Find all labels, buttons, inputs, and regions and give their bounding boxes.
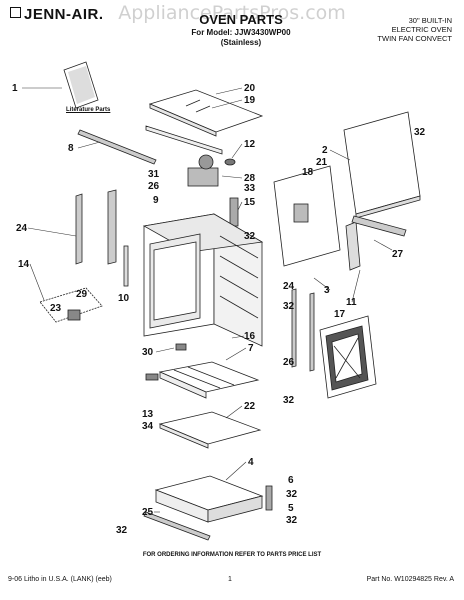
- callout-c22: 22: [244, 401, 256, 412]
- callout-c32c: 32: [283, 301, 295, 312]
- side-rails: [75, 189, 117, 265]
- callout-c33: 33: [244, 183, 256, 194]
- top-bracket: [145, 125, 223, 155]
- callout-c10: 10: [118, 293, 130, 304]
- leader-lines: [22, 87, 393, 513]
- callout-c21: 21: [316, 157, 328, 168]
- litho-info: 9-06 Litho in U.S.A. (LANK) (eeb): [8, 576, 112, 583]
- callout-c2: 2: [322, 145, 328, 156]
- convection-cover: [273, 165, 341, 267]
- page-number: 1: [228, 576, 232, 583]
- callout-c32a: 32: [414, 127, 426, 138]
- switch: [175, 343, 187, 351]
- callout-c31: 31: [148, 169, 160, 180]
- callout-c20: 20: [244, 83, 256, 94]
- support-bracket: [123, 245, 129, 287]
- callout-c30: 30: [142, 347, 154, 358]
- callout-c32b: 32: [244, 231, 256, 242]
- leveling-leg: [265, 485, 273, 511]
- bottom-insulation: [158, 411, 262, 449]
- back-panel: [343, 111, 421, 219]
- callout-c15: 15: [244, 197, 256, 208]
- callout-c9: 9: [153, 195, 159, 206]
- literature-label: Literature Parts: [66, 107, 111, 113]
- callout-c1: 1: [12, 83, 18, 94]
- top-panel: [148, 89, 264, 137]
- bottom-pan: [158, 361, 260, 399]
- callout-c14: 14: [18, 259, 30, 270]
- model-variant: (Stainless): [220, 38, 262, 47]
- vertical-rails: [291, 288, 315, 372]
- fan-blade: [229, 197, 239, 227]
- brand-name: JENN-AIR.: [24, 6, 104, 23]
- literature-booklet: [63, 61, 99, 109]
- description-line-3: TWIN FAN CONVECT: [377, 34, 452, 43]
- logo-box-icon: [10, 7, 21, 18]
- terminal-box: [39, 287, 103, 323]
- brand-logo: JENN-AIR.: [10, 6, 104, 23]
- callout-c17: 17: [334, 309, 346, 320]
- callout-c8: 8: [68, 143, 74, 154]
- oven-base: [154, 475, 264, 523]
- model-line: For Model: JJW3430WP00: [191, 28, 291, 37]
- callout-c11: 11: [346, 297, 357, 308]
- duct: [345, 215, 407, 271]
- model-info: For Model: JJW3430WP00 (Stainless): [166, 28, 316, 48]
- ordering-info: FOR ORDERING INFORMATION REFER TO PARTS …: [142, 552, 322, 558]
- callout-c32f: 32: [286, 515, 298, 526]
- callout-c18: 18: [302, 167, 314, 178]
- callout-c25: 25: [142, 507, 154, 518]
- callout-c7: 7: [248, 343, 254, 354]
- callout-c26a: 26: [148, 181, 160, 192]
- callout-c24b: 24: [283, 281, 295, 292]
- callout-c5: 5: [288, 503, 294, 514]
- description-line-1: 30" BUILT-IN: [408, 16, 452, 25]
- callout-c32g: 32: [116, 525, 128, 536]
- callout-c6: 6: [288, 475, 294, 486]
- callout-c12: 12: [244, 139, 256, 150]
- callout-c26b: 26: [283, 357, 295, 368]
- page-title: OVEN PARTS: [199, 12, 283, 27]
- lower-bracket: [145, 373, 159, 381]
- description-line-2: ELECTRIC OVEN: [391, 25, 452, 34]
- callout-c29: 29: [76, 289, 88, 300]
- callout-c32d: 32: [283, 395, 295, 406]
- callout-c3: 3: [324, 285, 330, 296]
- fan-motor: [187, 154, 236, 187]
- callout-c27: 27: [392, 249, 404, 260]
- callout-c19: 19: [244, 95, 256, 106]
- oven-cavity: [142, 213, 264, 347]
- trim-strip: [77, 129, 157, 165]
- callout-c16: 16: [244, 331, 256, 342]
- callout-c32e: 32: [286, 489, 298, 500]
- callout-c28: 28: [244, 173, 256, 184]
- product-description: 30" BUILT-IN ELECTRIC OVEN TWIN FAN CONV…: [332, 16, 452, 43]
- part-number: Part No. W10294825 Rev. A: [366, 576, 454, 583]
- callout-c13: 13: [142, 409, 154, 420]
- callout-c24a: 24: [16, 223, 28, 234]
- door-frame: [319, 315, 377, 399]
- callout-c4: 4: [248, 457, 254, 468]
- callout-c34: 34: [142, 421, 154, 432]
- front-trim: [143, 511, 211, 541]
- callout-c23: 23: [50, 303, 62, 314]
